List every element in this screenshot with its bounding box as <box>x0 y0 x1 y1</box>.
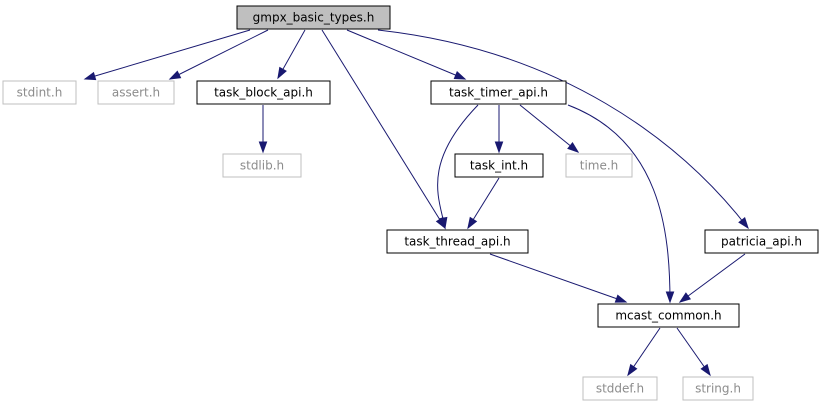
node-box <box>704 229 819 254</box>
node-patricia-api[interactable]: patricia_api.h <box>704 229 819 254</box>
node-label: patricia_api.h <box>721 235 802 249</box>
node-stdint: stdint.h <box>2 80 77 105</box>
node-box <box>196 80 331 105</box>
node-box <box>386 229 529 254</box>
edge-task-block-api-to-stdlib <box>258 105 268 154</box>
edge-task-timer-api-to-task-thread-api <box>437 104 479 230</box>
arrowhead-icon <box>627 363 638 377</box>
node-box <box>2 80 77 105</box>
edge-gmpx-basic-types-to-task-thread-api <box>321 29 446 230</box>
node-label: task_block_api.h <box>214 86 313 100</box>
edge-line <box>567 104 671 303</box>
edge-line <box>679 253 746 303</box>
node-box <box>682 376 754 401</box>
node-label: stdlib.h <box>240 159 284 173</box>
node-time: time.h <box>565 153 633 178</box>
node-label: gmpx_basic_types.h <box>253 11 375 25</box>
edge-task-timer-api-to-time <box>519 104 580 153</box>
node-assert: assert.h <box>97 80 175 105</box>
arrowhead-icon <box>567 142 580 153</box>
node-box <box>565 153 633 178</box>
node-task-int[interactable]: task_int.h <box>454 153 544 178</box>
edge-gmpx-basic-types-to-task-timer-api <box>346 29 467 80</box>
edge-gmpx-basic-types-to-assert <box>168 29 269 80</box>
arrowhead-icon <box>738 217 749 230</box>
edge-task-timer-api-to-task-int <box>494 105 504 154</box>
edge-line <box>84 29 251 80</box>
node-label: mcast_common.h <box>615 309 721 323</box>
node-box <box>582 376 658 401</box>
edge-gmpx-basic-types-to-patricia-api <box>377 29 749 230</box>
edge-line <box>489 253 627 303</box>
arrowhead-icon <box>438 216 448 230</box>
edge-line <box>377 29 749 229</box>
nodes-layer: gmpx_basic_types.h stdint.h assert.h task_b… <box>2 5 819 401</box>
edge-gmpx-basic-types-to-stdint <box>83 29 251 81</box>
arrowhead-icon <box>665 291 675 304</box>
node-box <box>222 153 302 178</box>
edge-task-int-to-task-thread-api <box>467 177 500 230</box>
node-box <box>236 5 391 30</box>
node-gmpx-basic-types: gmpx_basic_types.h <box>236 5 391 30</box>
edge-task-thread-api-to-mcast-common <box>489 253 628 303</box>
edge-mcast-common-to-string <box>676 327 711 377</box>
arrowhead-icon <box>494 141 504 154</box>
node-box <box>454 153 544 178</box>
arrowhead-icon <box>453 70 467 80</box>
node-string: string.h <box>682 376 754 401</box>
arrowhead-icon <box>678 292 692 303</box>
edge-line <box>519 104 579 153</box>
node-mcast-common[interactable]: mcast_common.h <box>597 303 740 328</box>
node-stddef: stddef.h <box>582 376 658 401</box>
node-label: stdint.h <box>17 86 63 100</box>
edge-mcast-common-to-stddef <box>627 327 661 377</box>
arrowhead-icon <box>258 141 268 154</box>
edge-patricia-api-to-mcast-common <box>678 253 746 303</box>
node-label: task_int.h <box>470 159 528 173</box>
edges-layer <box>83 29 749 377</box>
node-task-timer-api[interactable]: task_timer_api.h <box>430 80 567 105</box>
arrowhead-icon <box>168 70 182 80</box>
node-label: assert.h <box>112 86 160 100</box>
arrowhead-icon <box>83 71 97 81</box>
node-label: task_timer_api.h <box>449 86 548 100</box>
node-label: task_thread_api.h <box>404 235 510 249</box>
edge-line <box>346 29 466 80</box>
node-box <box>97 80 175 105</box>
edge-gmpx-basic-types-to-task-block-api <box>277 29 306 80</box>
node-stdlib: stdlib.h <box>222 153 302 178</box>
arrowhead-icon <box>614 294 628 303</box>
arrowhead-icon <box>467 216 478 230</box>
node-task-thread-api[interactable]: task_thread_api.h <box>386 229 529 254</box>
edge-line <box>169 29 269 80</box>
arrowhead-icon <box>277 66 287 80</box>
node-label: stddef.h <box>596 382 644 396</box>
edge-line <box>321 29 446 229</box>
node-box <box>430 80 567 105</box>
node-task-block-api[interactable]: task_block_api.h <box>196 80 331 105</box>
node-box <box>597 303 740 328</box>
node-label: string.h <box>695 382 741 396</box>
arrowhead-icon <box>700 363 711 377</box>
node-label: time.h <box>580 159 619 173</box>
edge-task-timer-api-to-mcast-common <box>567 104 675 304</box>
